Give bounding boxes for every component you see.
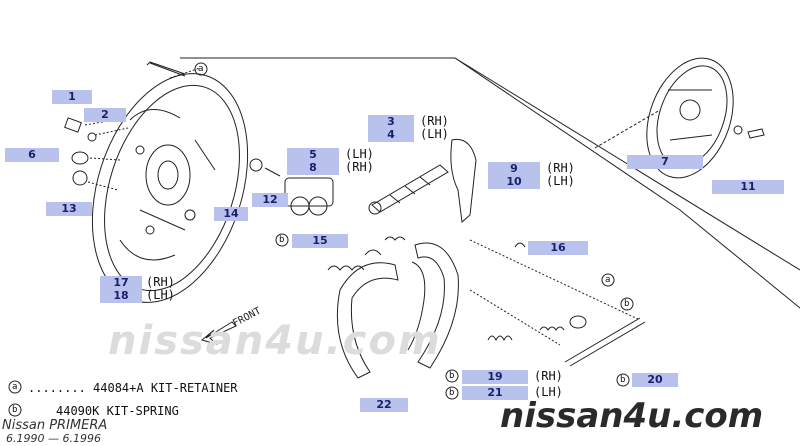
callout-a (194, 62, 208, 76)
side-lh: (LH) (420, 127, 449, 141)
callout-letter: a (198, 64, 204, 74)
part-label-4[interactable]: 4 (368, 128, 414, 142)
part-label-16[interactable]: 16 (528, 241, 588, 255)
side-rh: (RH) (345, 160, 374, 174)
bolt-washer (733, 125, 765, 139)
spring (487, 335, 513, 342)
legend-mark-a: a (12, 382, 18, 392)
leader-line (149, 62, 186, 77)
side-lh: (LH) (546, 174, 575, 188)
part-label-9[interactable]: 9 (488, 162, 540, 176)
part-label-12[interactable]: 12 (252, 193, 288, 207)
part-label-13[interactable]: 13 (46, 202, 92, 216)
part-label-8[interactable]: 8 (287, 161, 339, 175)
brake-shoes (336, 242, 459, 379)
part-label-10[interactable]: 10 (488, 175, 540, 189)
callout-b (445, 386, 459, 400)
side-rh: (RH) (420, 114, 449, 128)
leader-line (594, 109, 661, 149)
callout-b (445, 369, 459, 383)
callout-b (616, 373, 630, 387)
callout-letter: a (605, 275, 611, 285)
callout-b (275, 233, 289, 247)
part-label-5[interactable]: 5 (287, 148, 339, 162)
front-arrow (200, 321, 237, 346)
part-label-2[interactable]: 2 (84, 108, 126, 122)
divider-line (180, 57, 800, 309)
legend-mark-b: b (12, 405, 18, 415)
part-label-21[interactable]: 21 (462, 386, 528, 400)
callout-b (8, 403, 22, 417)
wheel-cylinder (249, 158, 334, 216)
part-label-18[interactable]: 18 (100, 289, 142, 303)
part-label-22[interactable]: 22 (360, 398, 408, 412)
lever (450, 138, 477, 223)
callout-a (8, 380, 22, 394)
callout-a (601, 273, 615, 287)
part-label-3[interactable]: 3 (368, 115, 414, 129)
callout-letter: b (449, 371, 455, 381)
model-years: 6.1990 — 6.1996 (6, 432, 101, 445)
side-lh: (LH) (146, 288, 175, 302)
callout-letter: b (279, 235, 285, 245)
part-label-19[interactable]: 19 (462, 370, 528, 384)
part-label-14[interactable]: 14 (214, 207, 248, 221)
part-label-20[interactable]: 20 (632, 373, 678, 387)
legend-item-a: ........ 44084+A KIT-RETAINER (28, 381, 238, 395)
watermark-brand: nissan4u.com (500, 396, 764, 436)
spring (539, 326, 565, 331)
leader-line (469, 239, 641, 346)
retainer (569, 315, 587, 329)
part-label-15[interactable]: 15 (292, 234, 348, 248)
callout-letter: b (449, 388, 455, 398)
side-rh: (RH) (546, 161, 575, 175)
legend-item-b: 44090K KIT-SPRING (56, 404, 179, 418)
side-rh: (RH) (146, 275, 175, 289)
part-label-6[interactable]: 6 (5, 148, 59, 162)
callout-letter: b (620, 375, 626, 385)
small-parts-left (64, 117, 97, 186)
stud-bolt (146, 61, 186, 75)
part-label-7[interactable]: 7 (627, 155, 703, 169)
spring (514, 242, 526, 248)
side-lh: (LH) (345, 147, 374, 161)
spring (327, 236, 406, 271)
callout-b (620, 297, 634, 311)
side-lh: (LH) (534, 385, 563, 399)
strut (564, 317, 646, 367)
side-rh: (RH) (534, 369, 563, 383)
adjuster (368, 164, 449, 215)
model-name: Nissan PRIMERA (2, 418, 108, 433)
part-label-1[interactable]: 1 (52, 90, 92, 104)
callout-letter: b (624, 299, 630, 309)
part-label-17[interactable]: 17 (100, 276, 142, 290)
watermark-faint: nissan4u.com (108, 318, 442, 364)
part-label-11[interactable]: 11 (712, 180, 784, 194)
